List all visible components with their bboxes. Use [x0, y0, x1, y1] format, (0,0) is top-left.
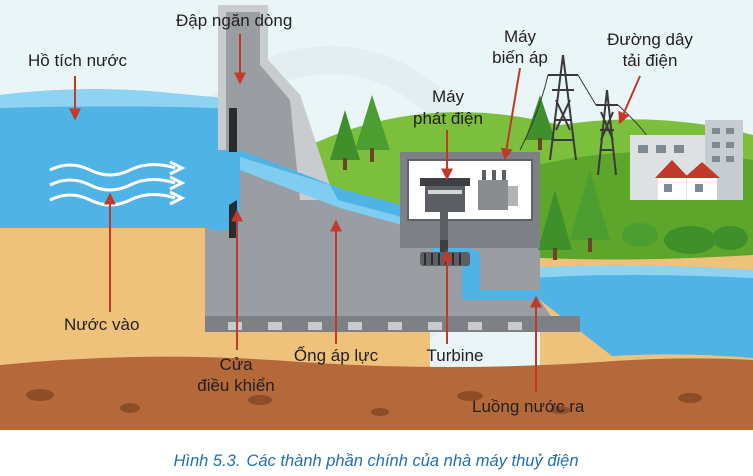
trees — [330, 95, 748, 260]
caption-band — [0, 430, 753, 476]
power-towers — [519, 54, 651, 176]
buildings — [630, 120, 743, 200]
transformer — [478, 170, 518, 210]
river — [530, 265, 753, 358]
label-power-line-2: tải điện — [623, 51, 678, 70]
gate-upper — [229, 108, 237, 152]
dam-highlight — [218, 5, 338, 228]
pointer-arrows — [69, 34, 641, 392]
label-penstock: Ống áp lực — [294, 345, 379, 365]
label-outflow: Luồng nước ra — [472, 397, 585, 416]
soil — [0, 356, 753, 430]
label-water-in: Nước vào — [64, 315, 139, 334]
caption-text: Các thành phần chính của nhà máy thuỷ đi… — [246, 452, 578, 470]
figure-caption: Hình 5.3. Các thành phần chính của nhà má… — [173, 452, 578, 470]
generator — [420, 178, 470, 242]
label-power-line-1: Đường dây — [607, 30, 693, 49]
penstock-highlight — [218, 150, 428, 232]
label-generator-1: Máy — [432, 87, 465, 106]
label-dam: Đập ngăn dòng — [176, 11, 292, 30]
reservoir-surface — [0, 89, 250, 110]
label-reservoir: Hồ tích nước — [28, 51, 128, 70]
label-gate-2: điều khiển — [197, 376, 275, 395]
river-surface — [530, 265, 753, 278]
label-turbine: Turbine — [426, 346, 483, 365]
label-gate-1: Cửa — [219, 355, 253, 374]
caption-figure-no: Hình 5.3. — [173, 452, 240, 470]
label-generator-2: phát điện — [413, 109, 483, 128]
dam-body — [205, 5, 560, 330]
label-transformer-2: biến áp — [492, 48, 548, 67]
gate-lower — [229, 200, 237, 238]
dam-base-notches — [228, 322, 522, 330]
soil-stones — [26, 389, 702, 416]
label-transformer-1: Máy — [504, 27, 537, 46]
